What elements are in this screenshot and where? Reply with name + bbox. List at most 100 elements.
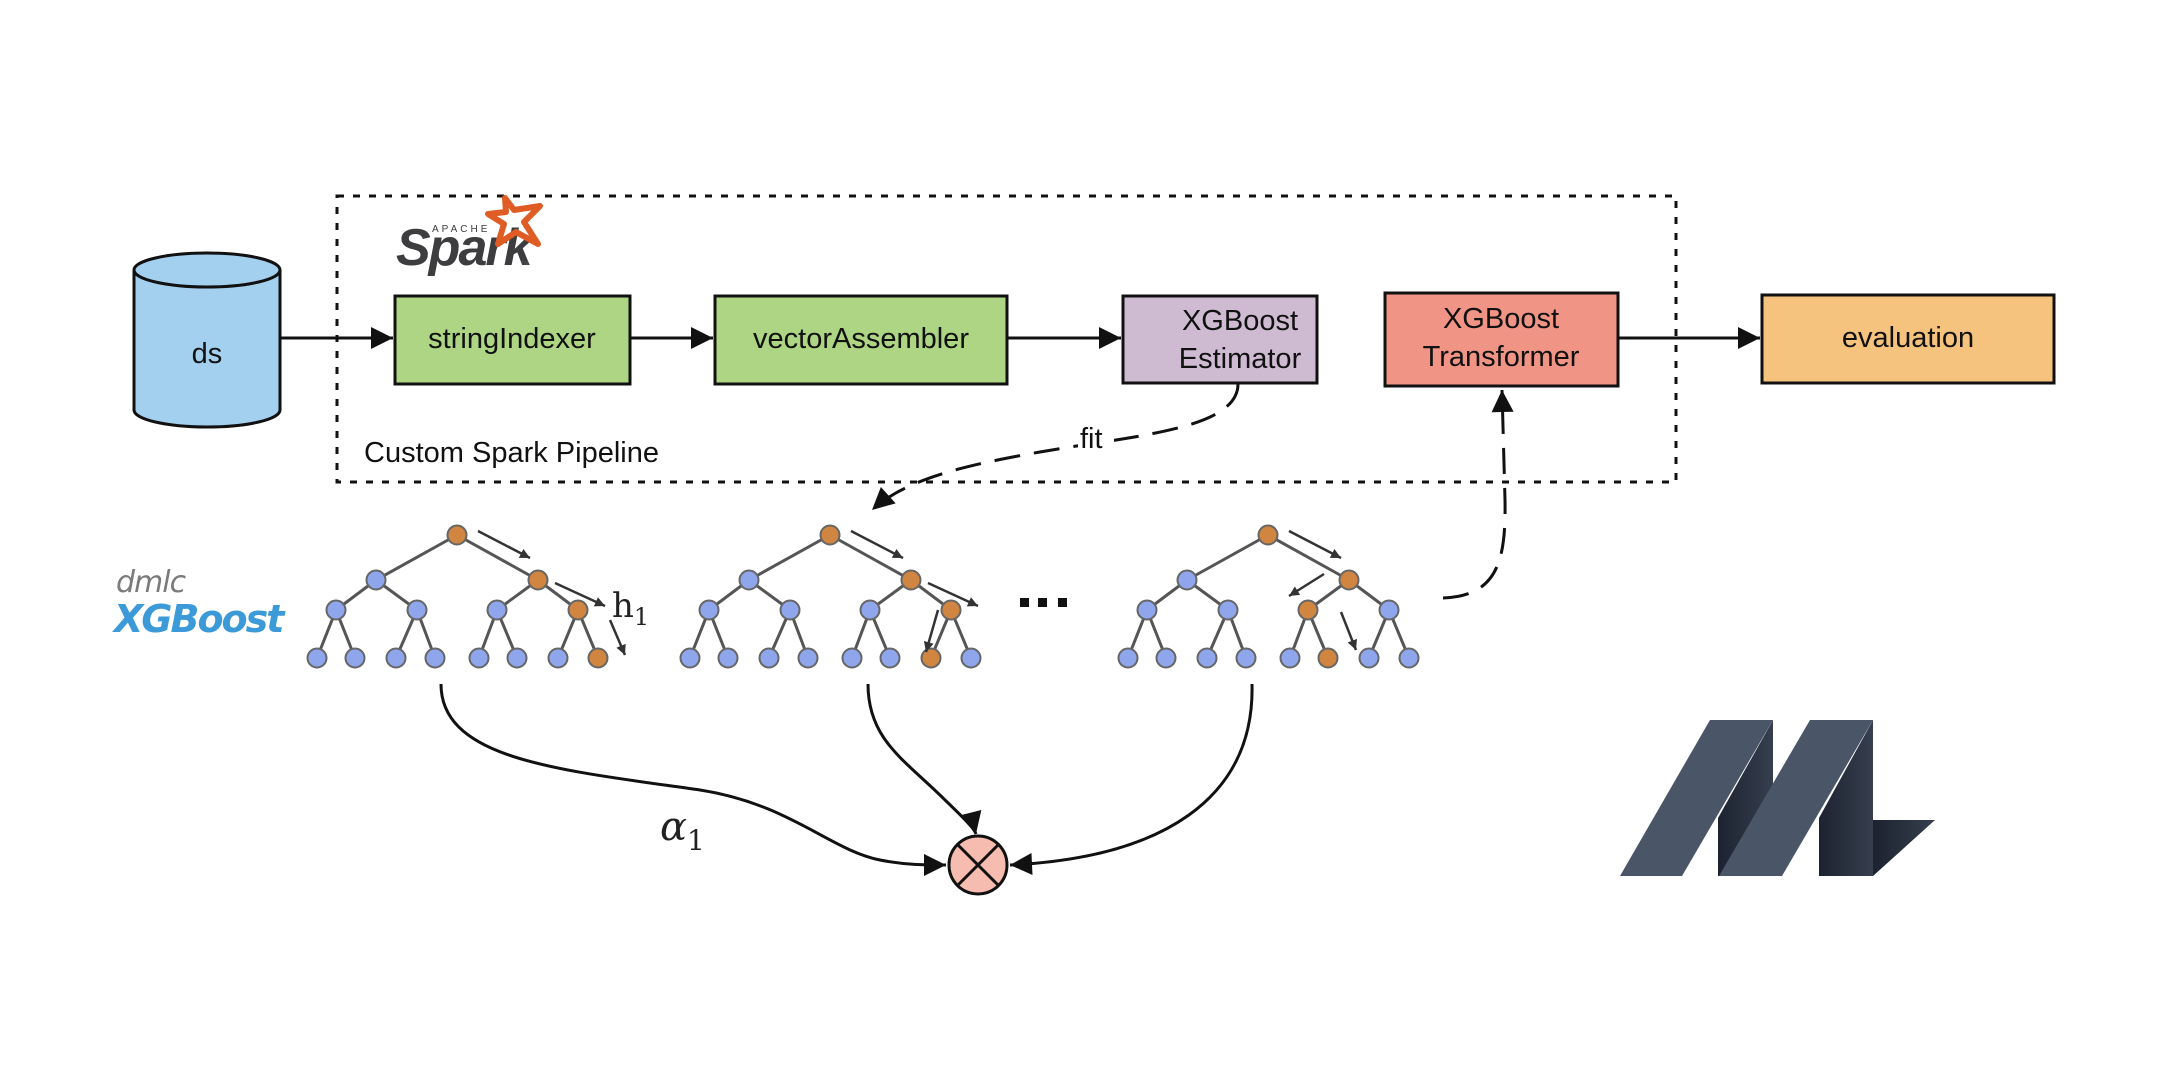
vector-assembler-label: vectorAssembler bbox=[753, 323, 969, 355]
string-indexer-node: stringIndexer bbox=[393, 294, 632, 386]
tree-node bbox=[758, 647, 780, 669]
tree-node bbox=[1176, 569, 1198, 591]
tree-node bbox=[344, 647, 366, 669]
edge-trees-to-transformer bbox=[1442, 389, 1514, 600]
decision-path-arrow bbox=[1288, 529, 1342, 560]
tree-node-highlighted bbox=[527, 569, 549, 591]
vector-assembler-box bbox=[713, 294, 1009, 386]
tree-node bbox=[1279, 647, 1301, 669]
ellipsis-dot bbox=[1038, 598, 1047, 607]
tree-node bbox=[547, 647, 569, 669]
edge-tree3-to-combine bbox=[1009, 683, 1254, 875]
tree-node bbox=[1235, 647, 1257, 669]
tree-node bbox=[841, 647, 863, 669]
weight-label-alpha1: α1 bbox=[660, 804, 705, 857]
tree-edge bbox=[1186, 533, 1269, 582]
tree-node-highlighted bbox=[819, 524, 841, 546]
decision-path-arrow bbox=[1288, 572, 1325, 598]
dataset-label: ds bbox=[192, 338, 223, 370]
tree-node bbox=[859, 599, 881, 621]
edge-tree2-to-combine bbox=[866, 683, 982, 835]
tree-node bbox=[468, 647, 490, 669]
decision-path-arrow bbox=[1339, 611, 1358, 651]
decision-path-arrow bbox=[608, 619, 627, 656]
tree-node bbox=[1217, 599, 1239, 621]
tree-node-highlighted bbox=[900, 569, 922, 591]
spark-logo-word: Spark bbox=[396, 219, 536, 277]
tree-node-highlighted bbox=[1338, 569, 1360, 591]
tree-node bbox=[1136, 599, 1158, 621]
evaluation-label: evaluation bbox=[1842, 322, 1974, 354]
tree-node bbox=[1196, 647, 1218, 669]
tree-node-highlighted bbox=[1257, 524, 1279, 546]
tree-node bbox=[385, 647, 407, 669]
tree-node bbox=[325, 599, 347, 621]
tree-node bbox=[717, 647, 739, 669]
spark-logo: APACHE Spark TM bbox=[396, 195, 543, 277]
xgboost-estimator-label-line2: Estimator bbox=[1179, 343, 1302, 375]
string-indexer-box bbox=[393, 294, 632, 386]
xgboost-estimator-box bbox=[1121, 294, 1319, 385]
tree-node bbox=[1378, 599, 1400, 621]
spark-star-icon bbox=[485, 195, 543, 247]
tree-node bbox=[1358, 647, 1380, 669]
tree-node bbox=[797, 647, 819, 669]
xgboost-logo-dmlc: dmlc bbox=[116, 565, 187, 600]
weight-label-main: α bbox=[660, 804, 687, 850]
xgboost-transformer-label-line2: Transformer bbox=[1423, 341, 1580, 373]
decision-path-arrow bbox=[927, 581, 979, 608]
tree-node bbox=[960, 647, 982, 669]
tree-node bbox=[1155, 647, 1177, 669]
combine-cross-icon bbox=[956, 843, 1000, 887]
xgboost-logo-word: XGBoost bbox=[112, 597, 286, 641]
decision-path-arrow bbox=[477, 529, 531, 560]
edge-fit-estimator-to-trees bbox=[870, 383, 1240, 512]
tree-node bbox=[365, 569, 387, 591]
tree-1 bbox=[306, 524, 627, 669]
tree-node bbox=[679, 647, 701, 669]
tree-node bbox=[306, 647, 328, 669]
xgboost-estimator-node: XGBoost Estimator bbox=[1121, 294, 1319, 385]
tree-node-highlighted bbox=[1317, 647, 1339, 669]
tree-node bbox=[406, 599, 428, 621]
tree-label-h1: h1 bbox=[612, 586, 649, 631]
tree-3 bbox=[1117, 524, 1420, 669]
dataset-node: ds bbox=[132, 251, 282, 429]
dataset-cylinder-body bbox=[132, 270, 282, 429]
tree-node-highlighted bbox=[1297, 599, 1319, 621]
xgboost-transformer-label-line1: XGBoost bbox=[1443, 303, 1559, 335]
dataset-cylinder-top bbox=[132, 251, 282, 289]
tree-node bbox=[486, 599, 508, 621]
spark-logo-tm: TM bbox=[521, 261, 528, 267]
ml-logo-band bbox=[1719, 720, 1873, 876]
tree-node bbox=[698, 599, 720, 621]
pipeline-label: Custom Spark Pipeline bbox=[364, 437, 659, 469]
evaluation-node: evaluation bbox=[1760, 293, 2056, 385]
boosted-trees bbox=[306, 524, 1420, 669]
fit-label: fit bbox=[1080, 423, 1103, 455]
ml-logo-fold bbox=[1819, 720, 1873, 876]
weight-label-sub: 1 bbox=[687, 824, 705, 857]
string-indexer-label: stringIndexer bbox=[428, 323, 596, 355]
decision-path-arrow bbox=[923, 609, 940, 653]
trees-ellipsis bbox=[1020, 598, 1067, 607]
tree-label-main: h bbox=[612, 586, 634, 626]
tree-node bbox=[738, 569, 760, 591]
tree-node-highlighted bbox=[446, 524, 468, 546]
xgboost-estimator-label-line1: XGBoost bbox=[1182, 305, 1298, 337]
tree-node-highlighted bbox=[940, 599, 962, 621]
tree-node-highlighted bbox=[567, 599, 589, 621]
ml-logo bbox=[1620, 720, 1935, 876]
decision-path-arrow bbox=[850, 529, 904, 560]
tree-edge bbox=[456, 533, 539, 582]
tree-node-highlighted bbox=[920, 647, 942, 669]
decision-path-arrow bbox=[554, 581, 606, 608]
combine-node bbox=[947, 834, 1009, 896]
tree-label-sub: 1 bbox=[634, 603, 649, 631]
tree-node bbox=[1117, 647, 1139, 669]
tree-2 bbox=[679, 524, 982, 669]
ellipsis-dot bbox=[1058, 598, 1067, 607]
tree-node bbox=[424, 647, 446, 669]
ml-logo-band bbox=[1620, 720, 1773, 876]
